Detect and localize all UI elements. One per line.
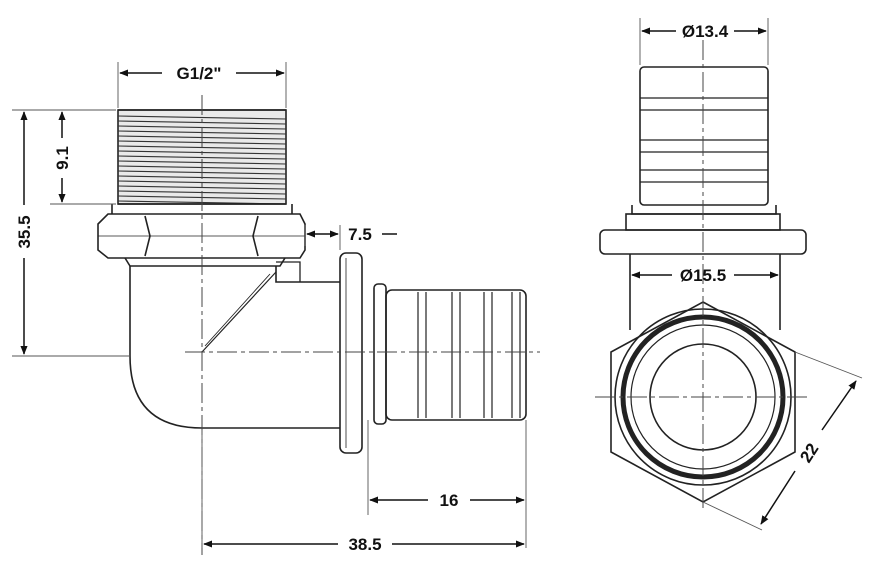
dim-hex-bottom xyxy=(760,470,796,525)
front-pipe-ribs xyxy=(640,97,768,183)
label-thread-length: 9.1 xyxy=(53,146,72,170)
dimension-labels: G1/2" 9.1 35.5 7.5 Ø13.4 Ø15.5 16 38.5 2… xyxy=(15,22,823,554)
dim-hex-top xyxy=(821,380,857,431)
side-view xyxy=(97,109,527,454)
pex-insert xyxy=(385,289,527,421)
front-pipe xyxy=(631,66,777,215)
label-total-height: 35.5 xyxy=(15,215,34,248)
label-gap: 7.5 xyxy=(348,225,372,244)
extension-lines xyxy=(12,18,863,548)
male-thread xyxy=(117,109,287,205)
elbow-body xyxy=(129,261,340,429)
dimension-arrows xyxy=(20,27,857,548)
insert-ribs xyxy=(417,292,521,418)
label-thread-size: G1/2" xyxy=(177,64,222,83)
label-pipe-outer: Ø13.4 xyxy=(682,22,729,41)
flange xyxy=(339,252,387,454)
label-collar-diameter: Ø15.5 xyxy=(680,266,726,285)
label-total-length: 38.5 xyxy=(348,535,381,554)
center-lines xyxy=(185,40,810,555)
label-insert-length: 16 xyxy=(440,491,459,510)
label-hex-size: 22 xyxy=(796,440,822,466)
